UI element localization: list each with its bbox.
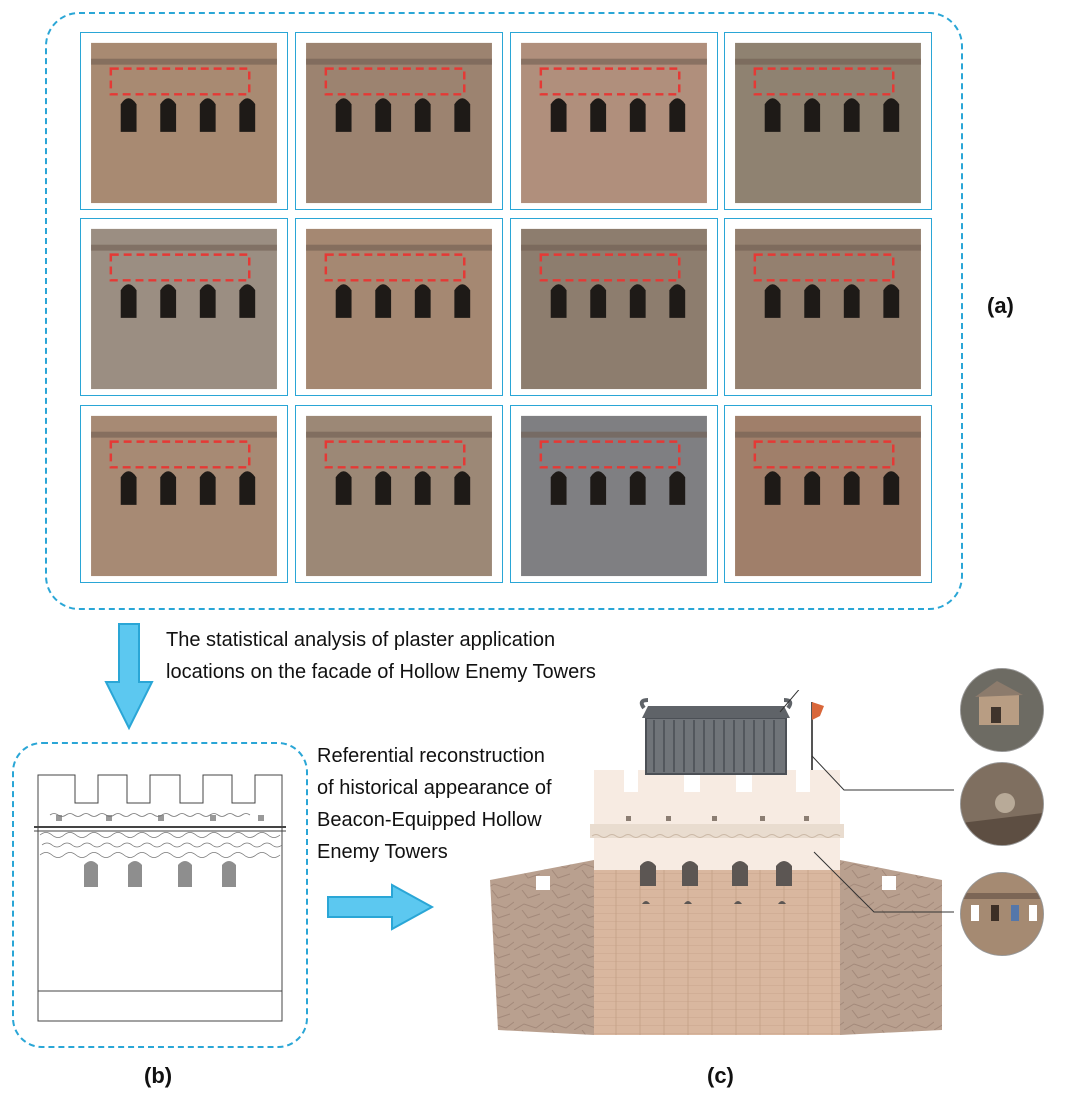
tower-photo <box>510 218 718 396</box>
tower-photo <box>724 32 932 210</box>
tower-facade-image <box>735 415 921 577</box>
plaster-highlight-box <box>753 440 895 469</box>
caption-statistical-analysis: The statistical analysis of plaster appl… <box>166 624 596 688</box>
plaster-highlight-box <box>109 67 251 96</box>
caption-line: Referential reconstruction <box>317 745 545 767</box>
plaster-highlight-box <box>109 253 251 282</box>
caption-line: Beacon-Equipped Hollow <box>317 809 542 831</box>
panel-b-label: (b) <box>144 1063 173 1088</box>
tower-facade-image <box>735 42 921 204</box>
tower-photo <box>724 218 932 396</box>
tower-photo <box>724 405 932 583</box>
down-arrow-icon <box>104 623 154 731</box>
panel-b-frame <box>12 742 308 1048</box>
tower-facade-image <box>521 228 707 390</box>
tower-photo <box>80 32 288 210</box>
tower-photo <box>80 405 288 583</box>
inset-photo-flag-base <box>960 762 1044 846</box>
inset-photo-roof <box>960 668 1044 752</box>
plaster-highlight-box <box>324 440 466 469</box>
tower-facade-image <box>306 228 492 390</box>
tower-reconstruction-render <box>490 690 954 1035</box>
plaster-highlight-box <box>539 440 681 469</box>
tower-photo <box>295 218 503 396</box>
plaster-highlight-box <box>324 253 466 282</box>
tower-photo <box>295 405 503 583</box>
panel-c-label: (c) <box>707 1063 734 1088</box>
plaster-highlight-box <box>539 67 681 96</box>
tower-facade-image <box>91 415 277 577</box>
plaster-highlight-box <box>324 67 466 96</box>
panel-a-frame <box>45 12 963 610</box>
plaster-highlight-box <box>539 253 681 282</box>
caption-referential-reconstruction: Referential reconstruction of historical… <box>317 740 552 868</box>
caption-line: Enemy Towers <box>317 841 448 863</box>
tower-facade-image <box>521 42 707 204</box>
tower-photo <box>510 405 718 583</box>
tower-facade-image <box>306 415 492 577</box>
tower-facade-image <box>91 228 277 390</box>
tower-photo <box>295 32 503 210</box>
caption-line: locations on the facade of Hollow Enemy … <box>166 661 596 683</box>
inset-photo-facade <box>960 872 1044 956</box>
right-arrow-icon <box>327 883 435 931</box>
tower-facade-image <box>521 415 707 577</box>
tower-photo <box>510 32 718 210</box>
tower-photo <box>80 218 288 396</box>
tower-facade-image <box>735 228 921 390</box>
plaster-highlight-box <box>753 253 895 282</box>
tower-facade-image <box>91 42 277 204</box>
caption-line: The statistical analysis of plaster appl… <box>166 629 556 651</box>
panel-a-label: (a) <box>987 293 1014 318</box>
plaster-line-drawing <box>34 774 286 1022</box>
plaster-highlight-box <box>753 67 895 96</box>
caption-line: of historical appearance of <box>317 777 552 799</box>
tower-facade-image <box>306 42 492 204</box>
plaster-highlight-box <box>109 440 251 469</box>
